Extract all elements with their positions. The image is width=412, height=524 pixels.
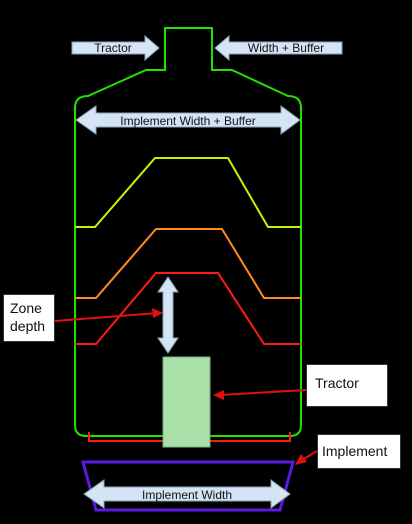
implement-pointer [301,450,318,461]
tractor-pointer-head [213,390,224,400]
implement-callout: Implement [317,434,401,469]
tractor-callout-label: Tractor [315,375,359,391]
implement-callout-label: Implement [322,443,388,459]
implement-width-arrow [83,479,291,509]
tractor-arrow [71,34,160,62]
implement-pointer-head [295,454,307,465]
zone-depth-callout-line1: Zone [10,300,42,316]
orange-zone-line [75,228,301,299]
width-buffer-arrow [214,34,343,62]
tractor-callout: Tractor [306,364,388,407]
implement-width-buffer-label: Implement Width + Buffer [120,114,256,128]
zone-depth-callout-line2: depth [10,318,46,334]
zone-depth-pointer [54,312,159,322]
tractor-arrow-label: Tractor [94,41,132,55]
tractor-block [162,356,211,448]
zone-depth-callout: Zone depth [3,294,55,342]
yellow-zone-line [75,157,301,228]
width-buffer-arrow-label: Width + Buffer [248,41,324,55]
red-zone-line [75,272,301,345]
tractor-pointer [219,389,307,396]
implement-width-buffer-arrow [75,105,301,135]
zone-depth-pointer-head [152,308,163,318]
implement-width-label: Implement Width [142,488,232,502]
implement-outline [81,460,295,512]
zone-depth-arrow [157,276,179,354]
